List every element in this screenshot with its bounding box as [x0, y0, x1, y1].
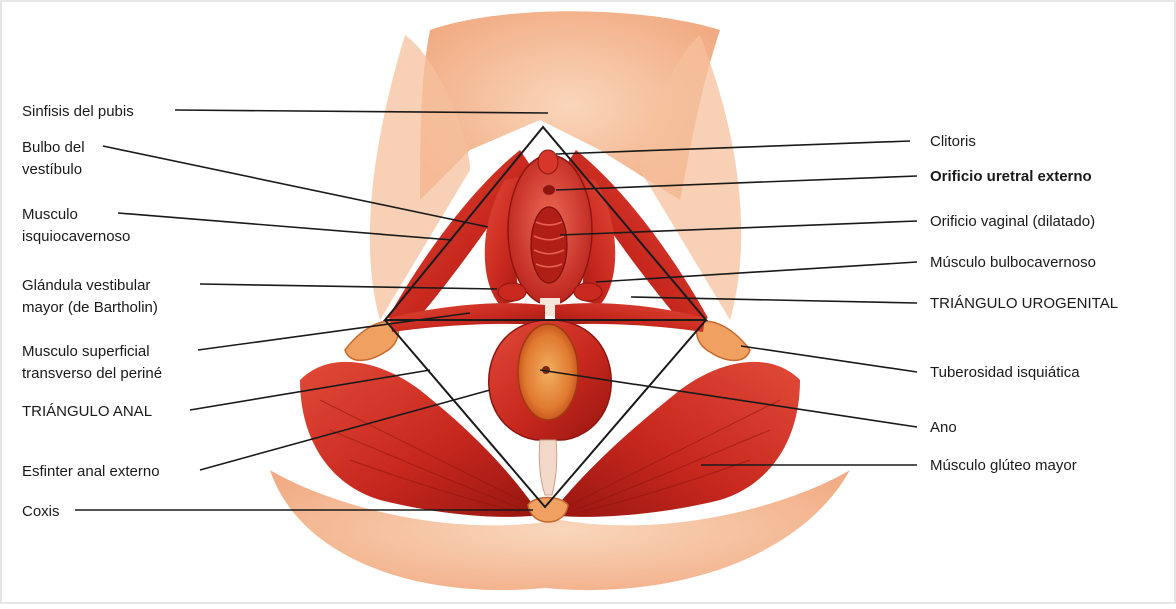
- label-bulbocavernoso: Músculo bulbocavernoso: [930, 254, 1096, 271]
- label-sinfisis: Sinfisis del pubis: [22, 103, 134, 120]
- label-isquiocavernoso-line: isquiocavernoso: [22, 228, 130, 245]
- label-triangulo-urogenital: TRIÁNGULO UROGENITAL: [930, 295, 1118, 312]
- label-sinfisis-line: Sinfisis del pubis: [22, 103, 134, 120]
- label-esfinter: Esfinter anal externo: [22, 463, 160, 480]
- label-gluteo-line: Músculo glúteo mayor: [930, 457, 1077, 474]
- bartholin-gland-right: [574, 283, 602, 301]
- label-gluteo: Músculo glúteo mayor: [930, 457, 1077, 474]
- label-bulbocavernoso-line: Músculo bulbocavernoso: [930, 254, 1096, 271]
- ischial-tuberosity-right: [697, 321, 750, 360]
- label-transverso-line: transverso del periné: [22, 365, 162, 382]
- label-isquiocavernoso: Musculo isquiocavernoso: [22, 206, 130, 245]
- label-esfinter-line: Esfinter anal externo: [22, 463, 160, 480]
- label-ano: Ano: [930, 419, 957, 436]
- label-clitoris: Clitoris: [930, 133, 976, 150]
- label-coxis-line: Coxis: [22, 503, 60, 520]
- label-bartholin-line: mayor (de Bartholin): [22, 299, 158, 316]
- label-bartholin-line: Glándula vestibular: [22, 277, 150, 294]
- label-orificio-vaginal-line: Orificio vaginal (dilatado): [930, 213, 1095, 230]
- label-ano-line: Ano: [930, 419, 957, 436]
- label-bulbo-line: vestíbulo: [22, 161, 82, 178]
- label-clitoris-line: Clitoris: [930, 133, 976, 150]
- label-triangulo-anal: TRIÁNGULO ANAL: [22, 403, 152, 420]
- label-isquiocavernoso-line: Musculo: [22, 206, 78, 223]
- label-bulbo-line: Bulbo del: [22, 139, 85, 156]
- label-tuberosidad-line: Tuberosidad isquiática: [930, 364, 1080, 381]
- bartholin-gland: [498, 283, 526, 301]
- coccyx: [528, 498, 568, 523]
- label-transverso-line: Musculo superficial: [22, 343, 150, 360]
- label-transverso: Musculo superficial transverso del periné: [22, 343, 162, 382]
- label-bartholin: Glándula vestibular mayor (de Bartholin): [22, 277, 158, 316]
- label-orificio-uretral: Orificio uretral externo: [930, 168, 1092, 185]
- clitoris: [538, 150, 558, 174]
- label-triangulo-anal-line: TRIÁNGULO ANAL: [22, 403, 152, 420]
- label-triangulo-urogenital-line: TRIÁNGULO UROGENITAL: [930, 295, 1118, 312]
- urethral-orifice: [543, 185, 555, 195]
- vaginal-orifice: [531, 207, 567, 283]
- label-orificio-vaginal: Orificio vaginal (dilatado): [930, 213, 1095, 230]
- label-coxis: Coxis: [22, 503, 60, 520]
- label-orificio-uretral-line: Orificio uretral externo: [930, 168, 1092, 185]
- label-tuberosidad: Tuberosidad isquiática: [930, 364, 1080, 381]
- label-bulbo: Bulbo del vestíbulo: [22, 139, 85, 178]
- anococcygeal-ligament: [539, 440, 557, 495]
